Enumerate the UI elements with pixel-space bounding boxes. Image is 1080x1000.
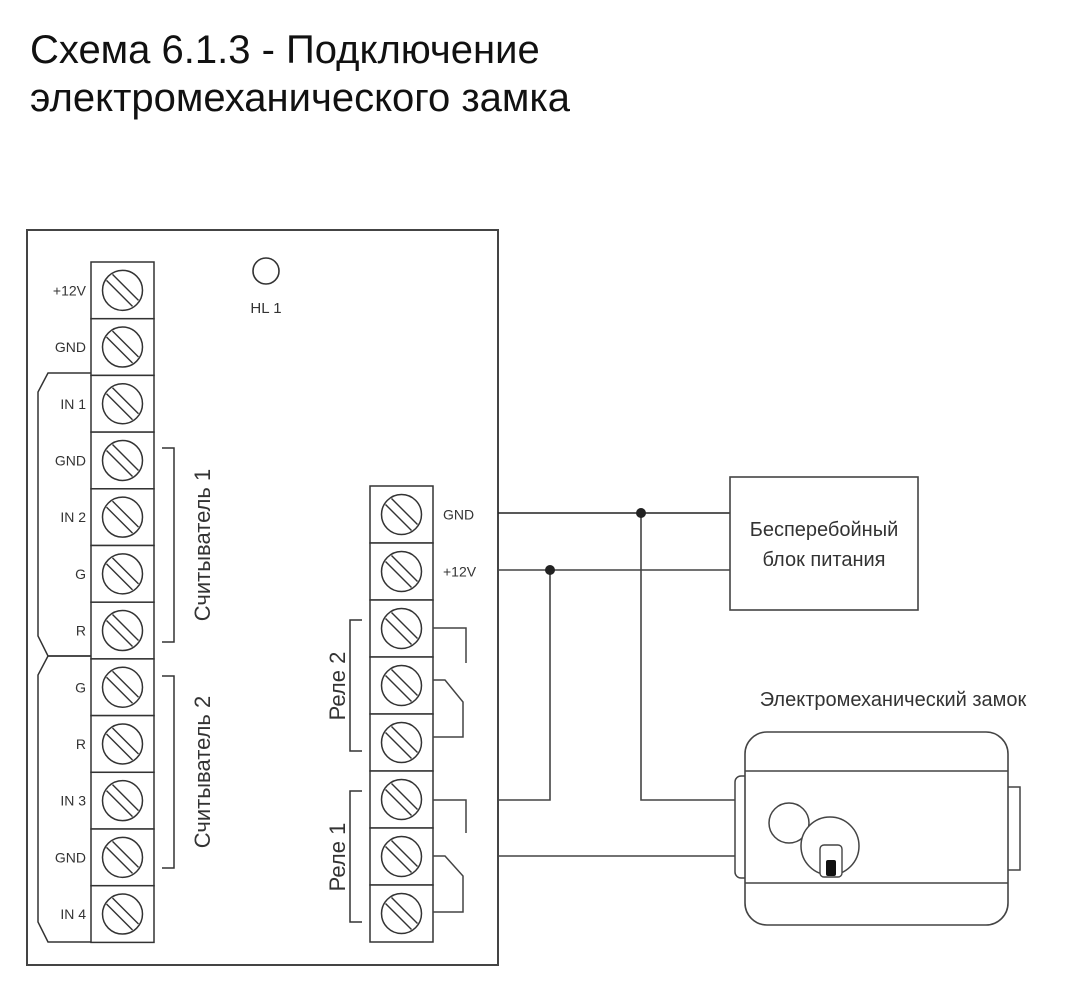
relay2-label: Реле 2 — [325, 652, 350, 721]
right-terminal-label: GND — [443, 507, 474, 523]
left-terminal[interactable]: G — [75, 544, 155, 603]
reader1-label: Считыватель 1 — [190, 469, 215, 621]
right-terminal[interactable] — [369, 713, 434, 772]
junction-gnd — [636, 508, 646, 518]
left-terminal-label: GND — [55, 849, 86, 865]
relay1-bracket — [349, 790, 362, 923]
terminal-screw-icon — [101, 326, 144, 368]
right-terminal[interactable] — [369, 827, 434, 886]
left-terminal[interactable]: +12V — [53, 261, 155, 320]
relay1-contact-nc — [433, 855, 464, 913]
terminal-screw-icon — [380, 835, 423, 878]
terminal-screw-icon — [101, 609, 144, 652]
terminal-screw-icon — [101, 893, 144, 935]
reader2-bracket — [162, 675, 175, 869]
left-terminal[interactable]: IN 1 — [60, 374, 155, 433]
left-terminal[interactable]: GND — [55, 828, 155, 887]
right-terminal-label: +12V — [443, 564, 477, 580]
left-terminal-label: R — [76, 623, 86, 639]
psu-label-line2: блок питания — [763, 549, 886, 571]
led-label: HL 1 — [250, 300, 281, 317]
right-terminal[interactable] — [369, 770, 434, 829]
right-terminal[interactable] — [369, 656, 434, 715]
psu-label-line1: Бесперебойный — [750, 519, 899, 541]
relay1-label: Реле 1 — [325, 823, 350, 892]
electromechanical-lock-icon — [734, 731, 1021, 926]
reader1-bracket — [162, 447, 175, 643]
terminal-screw-icon — [380, 778, 423, 821]
relay2-contact-nc — [433, 679, 464, 738]
relay1-contact-no — [433, 799, 467, 833]
psu-box — [729, 476, 919, 611]
terminal-screw-icon — [101, 269, 144, 312]
left-terminal-label: +12V — [53, 282, 87, 298]
left-terminal[interactable]: IN 3 — [60, 771, 155, 830]
left-terminal-label: IN 2 — [60, 509, 86, 525]
left-terminal[interactable]: IN 4 — [60, 884, 155, 944]
left-terminal-label: IN 3 — [60, 793, 86, 809]
terminal-screw-icon — [380, 664, 423, 707]
led-hl1-icon — [252, 257, 280, 285]
diagram-title: Схема 6.1.3 - Подключение электромеханич… — [30, 26, 570, 122]
lock-label: Электромеханический замок — [760, 689, 1027, 711]
terminal-screw-icon — [380, 892, 423, 935]
right-terminal[interactable] — [369, 599, 434, 658]
left-terminal[interactable]: GND — [55, 317, 155, 377]
left-terminal-label: IN 4 — [60, 906, 86, 922]
relay2-bracket — [349, 619, 362, 752]
left-terminal[interactable]: G — [75, 658, 155, 717]
wire-gnd-to-lock — [640, 513, 735, 801]
left-terminal[interactable]: R — [76, 601, 155, 660]
terminal-screw-icon — [101, 439, 144, 482]
left-terminal-label: IN 1 — [60, 396, 86, 412]
right-terminal[interactable] — [369, 884, 434, 943]
terminal-screw-icon — [380, 493, 423, 536]
right-terminal[interactable]: GND — [369, 485, 474, 544]
right-terminal[interactable]: +12V — [369, 542, 477, 601]
left-terminal-label: G — [75, 566, 86, 582]
terminal-screw-icon — [101, 836, 144, 879]
title-line-2: электромеханического замка — [30, 76, 571, 120]
left-terminal[interactable]: R — [76, 714, 155, 774]
left-terminal-label: GND — [55, 339, 86, 355]
right-terminal-block: GND +12V — [369, 485, 477, 943]
terminal-screw-icon — [101, 666, 144, 708]
wire-12v-to-relay1 — [498, 570, 551, 801]
terminal-screw-icon — [380, 550, 423, 593]
junction-12v — [545, 565, 555, 575]
terminal-screw-icon — [101, 496, 144, 538]
reader2-connector-outline — [37, 655, 91, 943]
terminal-screw-icon — [101, 779, 144, 822]
left-terminal[interactable]: GND — [55, 431, 155, 490]
terminal-screw-icon — [101, 383, 144, 425]
title-line-1: Схема 6.1.3 - Подключение — [30, 28, 540, 72]
left-terminal-block: +12V GND IN 1 GND IN 2 G R G R IN 3 GND IN 4 — [53, 261, 155, 944]
terminal-screw-icon — [380, 607, 423, 650]
controller-board — [26, 229, 499, 966]
left-terminal[interactable]: IN 2 — [60, 488, 155, 547]
relay2-contact-no — [433, 627, 467, 663]
left-terminal-label: G — [75, 679, 86, 695]
reader2-label: Считыватель 2 — [190, 696, 215, 848]
terminal-screw-icon — [101, 723, 144, 765]
terminal-screw-icon — [380, 721, 423, 764]
left-terminal-label: R — [76, 736, 86, 752]
terminal-screw-icon — [101, 553, 144, 595]
left-terminal-label: GND — [55, 452, 86, 468]
